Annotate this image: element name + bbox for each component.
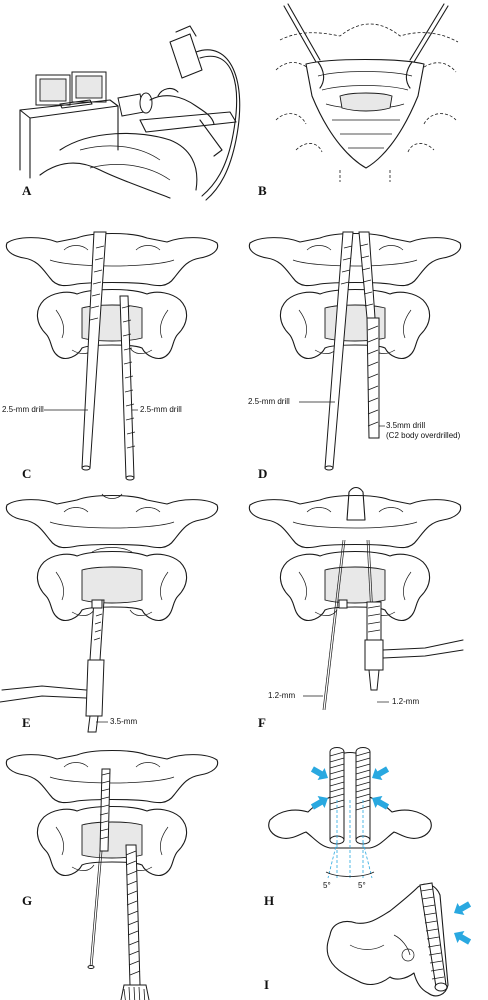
panel-label-c: C [22, 466, 32, 481]
annotation-c-right: 2.5-mm drill [140, 405, 182, 414]
panel-g-illustration [5, 749, 219, 1000]
annotation-d-right-2: (C2 body overdrilled) [386, 431, 461, 440]
panel-f-illustration [248, 486, 464, 711]
panel-b-illustration [275, 3, 459, 182]
panel-e-illustration [0, 493, 219, 733]
panel-label-f: F [258, 715, 266, 730]
panel-label-h: H [264, 893, 275, 908]
panel-label-a: A [22, 183, 32, 198]
panel-a-illustration [19, 25, 241, 201]
annotation-d-right-1: 3.5mm drill [386, 421, 426, 430]
annotation-h-angle-right: 5° [358, 881, 366, 890]
panel-d-illustration [248, 231, 462, 471]
annotation-f-left: 1.2-mm [268, 691, 296, 700]
panel-label-d: D [258, 466, 268, 481]
panel-label-i: I [264, 977, 270, 992]
panel-label-e: E [22, 715, 31, 730]
annotation-e: 3.5-mm [110, 717, 138, 726]
panel-label-b: B [258, 183, 267, 198]
annotation-h-angle-left: 5° [323, 881, 331, 890]
panel-c-illustration [5, 231, 219, 481]
panel-h-illustration [268, 747, 432, 880]
annotation-d-left: 2.5-mm drill [248, 397, 290, 406]
panel-i-illustration [326, 882, 474, 997]
annotation-f-right: 1.2-mm [392, 697, 420, 706]
annotation-c-left: 2.5-mm drill [2, 405, 44, 414]
panel-label-g: G [22, 893, 33, 908]
